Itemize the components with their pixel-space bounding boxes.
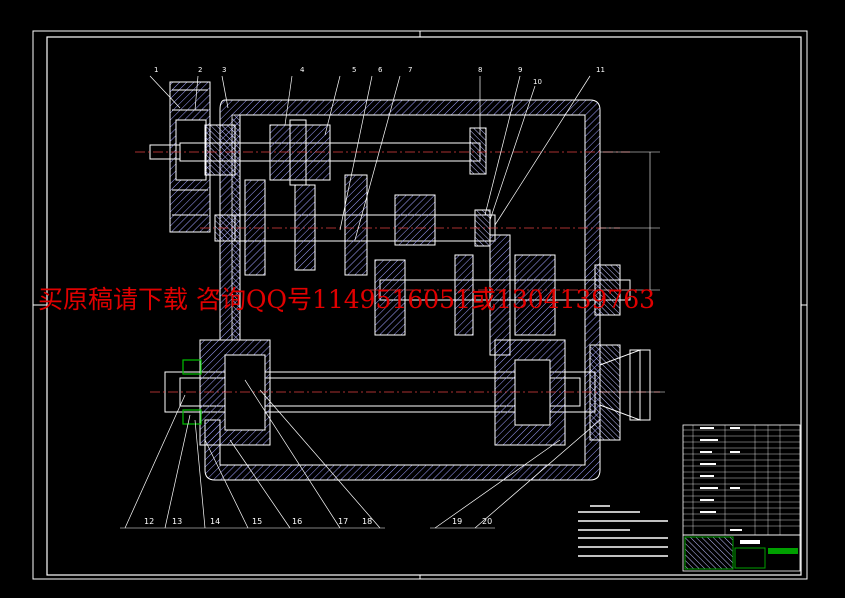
callout-6: 6 [378,66,383,74]
centerlines [135,151,660,393]
callout-5: 5 [352,66,356,74]
callout-17: 17 [338,517,348,526]
callout-1: 1 [154,66,158,74]
inner-border [46,36,802,576]
callout-19: 19 [452,517,462,526]
callout-18: 18 [362,517,372,526]
callout-14: 14 [210,517,220,526]
callout-8: 8 [478,66,482,74]
leaders-bottom [120,379,601,529]
callout-16: 16 [292,517,302,526]
input-shaft [149,119,487,186]
parts-list-table [682,424,801,536]
callout-20: 20 [482,517,492,526]
callout-7: 7 [408,66,412,74]
dimension-lines [600,151,665,393]
callouts-bottom: 12 13 14 15 16 17 18 19 20 [144,517,492,526]
watermark-text: 买原稿请下载 咨询QQ号1149516051或1304139763 [38,285,656,314]
callouts-top: 1 2 3 4 5 6 7 8 9 10 11 [154,66,605,86]
callout-10: 10 [533,78,542,86]
callout-2: 2 [198,66,202,74]
technical-notes [578,505,668,557]
title-block [682,534,801,572]
middle-shaft [214,174,496,276]
callout-3: 3 [222,66,226,74]
pulley [169,81,236,233]
callout-13: 13 [172,517,182,526]
seal-green-bottom [182,409,202,425]
output-shaft [164,339,651,446]
seal-green-top [182,359,202,375]
callout-4: 4 [300,66,305,74]
callout-9: 9 [518,66,522,74]
countershaft [374,234,631,356]
callout-15: 15 [252,517,262,526]
leaders-top [149,75,591,241]
callout-11: 11 [596,66,605,74]
callout-12: 12 [144,517,154,526]
